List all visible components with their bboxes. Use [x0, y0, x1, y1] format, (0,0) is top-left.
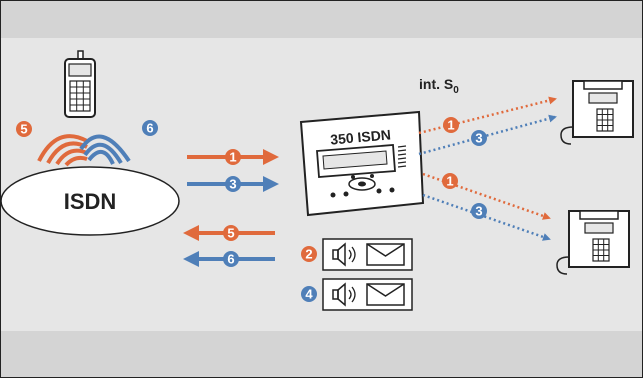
- svg-text:1: 1: [446, 174, 453, 189]
- dotted-arrow-1-phone-bottom: 1: [422, 172, 551, 220]
- speaker-icon: [332, 282, 356, 307]
- signal-waves-blue: [79, 134, 131, 165]
- desk-phone-icon-top: [560, 80, 634, 145]
- voicemail-box-4: 4: [301, 278, 413, 311]
- isdn-network-label: ISDN: [64, 189, 117, 214]
- svg-text:3: 3: [229, 177, 236, 192]
- dotted-arrow-3-phone-top: 3: [418, 114, 557, 156]
- bus-label: int. S0: [419, 76, 459, 96]
- call-arrow-5-out: 5: [183, 225, 275, 241]
- svg-text:5: 5: [227, 226, 234, 241]
- svg-text:1: 1: [229, 150, 236, 165]
- pbx-label: 350 ISDN: [330, 126, 392, 147]
- svg-text:3: 3: [475, 204, 482, 219]
- pbx-device-icon: 350 ISDN: [299, 110, 425, 217]
- svg-text:2: 2: [305, 247, 312, 262]
- marker-5-network: 5: [16, 121, 32, 137]
- svg-text:4: 4: [305, 287, 313, 302]
- call-arrow-6-out: 6: [183, 251, 275, 267]
- svg-text:5: 5: [20, 122, 27, 137]
- envelope-icon: [366, 283, 405, 306]
- dotted-arrow-3-phone-bottom: 3: [422, 193, 551, 241]
- voicemail-box-2: 2: [301, 238, 413, 271]
- top-band: [1, 1, 642, 38]
- marker-6-network: 6: [142, 120, 158, 136]
- svg-text:6: 6: [146, 121, 153, 136]
- svg-text:1: 1: [447, 118, 454, 133]
- svg-text:3: 3: [475, 131, 482, 146]
- call-arrow-3-in: 3: [187, 176, 279, 192]
- bottom-band: [1, 331, 642, 377]
- signal-waves-orange: [37, 134, 88, 167]
- mobile-phone-icon: [64, 50, 96, 118]
- envelope-icon: [366, 243, 405, 266]
- svg-text:6: 6: [227, 252, 234, 267]
- isdn-network: ISDN: [1, 166, 180, 236]
- dotted-arrow-1-phone-top: 1: [418, 96, 557, 135]
- call-arrow-1-in: 1: [187, 149, 279, 165]
- desk-phone-icon-bottom: [556, 210, 630, 275]
- speaker-icon: [332, 242, 356, 267]
